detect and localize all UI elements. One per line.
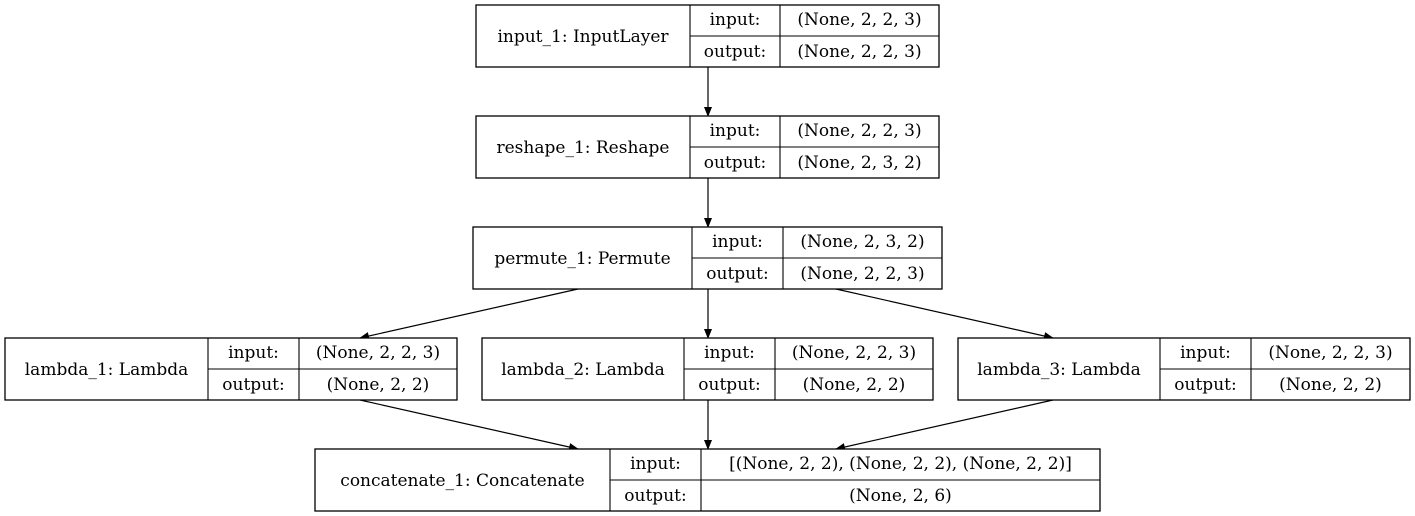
output-label: output: <box>1174 375 1236 395</box>
output-label: output: <box>698 375 760 395</box>
input-shape: (None, 2, 2, 3) <box>316 343 440 363</box>
output-shape: (None, 2, 2) <box>327 375 430 395</box>
node-permute_1: permute_1: Permute input: output: (None, 2,… <box>472 226 943 290</box>
output-label: output: <box>706 264 768 284</box>
node-title: lambda_1: Lambda <box>25 360 188 380</box>
output-shape: (None, 2, 2) <box>1279 375 1382 395</box>
node-lambda_1: lambda_1: Lambda input: output: (None, 2, 2… <box>4 337 458 401</box>
input-shape: (None, 2, 2, 3) <box>1268 343 1392 363</box>
node-title: permute_1: Permute <box>494 249 670 269</box>
output-shape: (None, 2, 2, 3) <box>800 264 924 284</box>
edge-lambda_1-to-concatenate_1 <box>359 399 579 451</box>
output-label: output: <box>222 375 284 395</box>
input-shape: [(None, 2, 2), (None, 2, 2), (None, 2, 2… <box>729 454 1072 474</box>
input-label: input: <box>710 121 761 141</box>
node-title: lambda_3: Lambda <box>977 360 1140 380</box>
input-label: input: <box>710 10 761 30</box>
input-shape: (None, 2, 3, 2) <box>800 232 924 252</box>
edge-lambda_3-to-concatenate_1 <box>835 399 1054 451</box>
output-shape: (None, 2, 3, 2) <box>797 153 921 173</box>
output-label: output: <box>704 42 766 62</box>
node-concatenate_1: concatenate_1: Concatenate input: output: [… <box>314 448 1101 512</box>
output-shape: (None, 2, 2, 3) <box>797 42 921 62</box>
edge-permute_1-to-lambda_3 <box>835 288 1054 340</box>
node-reshape_1: reshape_1: Reshape input: output: (None, 2,… <box>475 115 940 179</box>
input-label: input: <box>704 343 755 363</box>
node-title: input_1: InputLayer <box>497 27 669 47</box>
input-shape: (None, 2, 2, 3) <box>797 121 921 141</box>
input-shape: (None, 2, 2, 3) <box>797 10 921 30</box>
node-lambda_3: lambda_3: Lambda input: output: (None, 2, 2… <box>957 337 1411 401</box>
input-label: input: <box>1180 343 1231 363</box>
output-label: output: <box>624 486 686 506</box>
node-title: lambda_2: Lambda <box>501 360 664 380</box>
node-lambda_2: lambda_2: Lambda input: output: (None, 2, 2… <box>481 337 934 401</box>
node-title: reshape_1: Reshape <box>497 138 670 158</box>
input-shape: (None, 2, 2, 3) <box>792 343 916 363</box>
edge-permute_1-to-lambda_1 <box>359 288 579 340</box>
output-label: output: <box>704 153 766 173</box>
node-title: concatenate_1: Concatenate <box>340 471 584 491</box>
input-label: input: <box>712 232 763 252</box>
output-shape: (None, 2, 2) <box>803 375 906 395</box>
input-label: input: <box>630 454 681 474</box>
output-shape: (None, 2, 6) <box>849 486 952 506</box>
node-input_1: input_1: InputLayer input: output: (None, 2… <box>475 4 940 68</box>
input-label: input: <box>228 343 279 363</box>
